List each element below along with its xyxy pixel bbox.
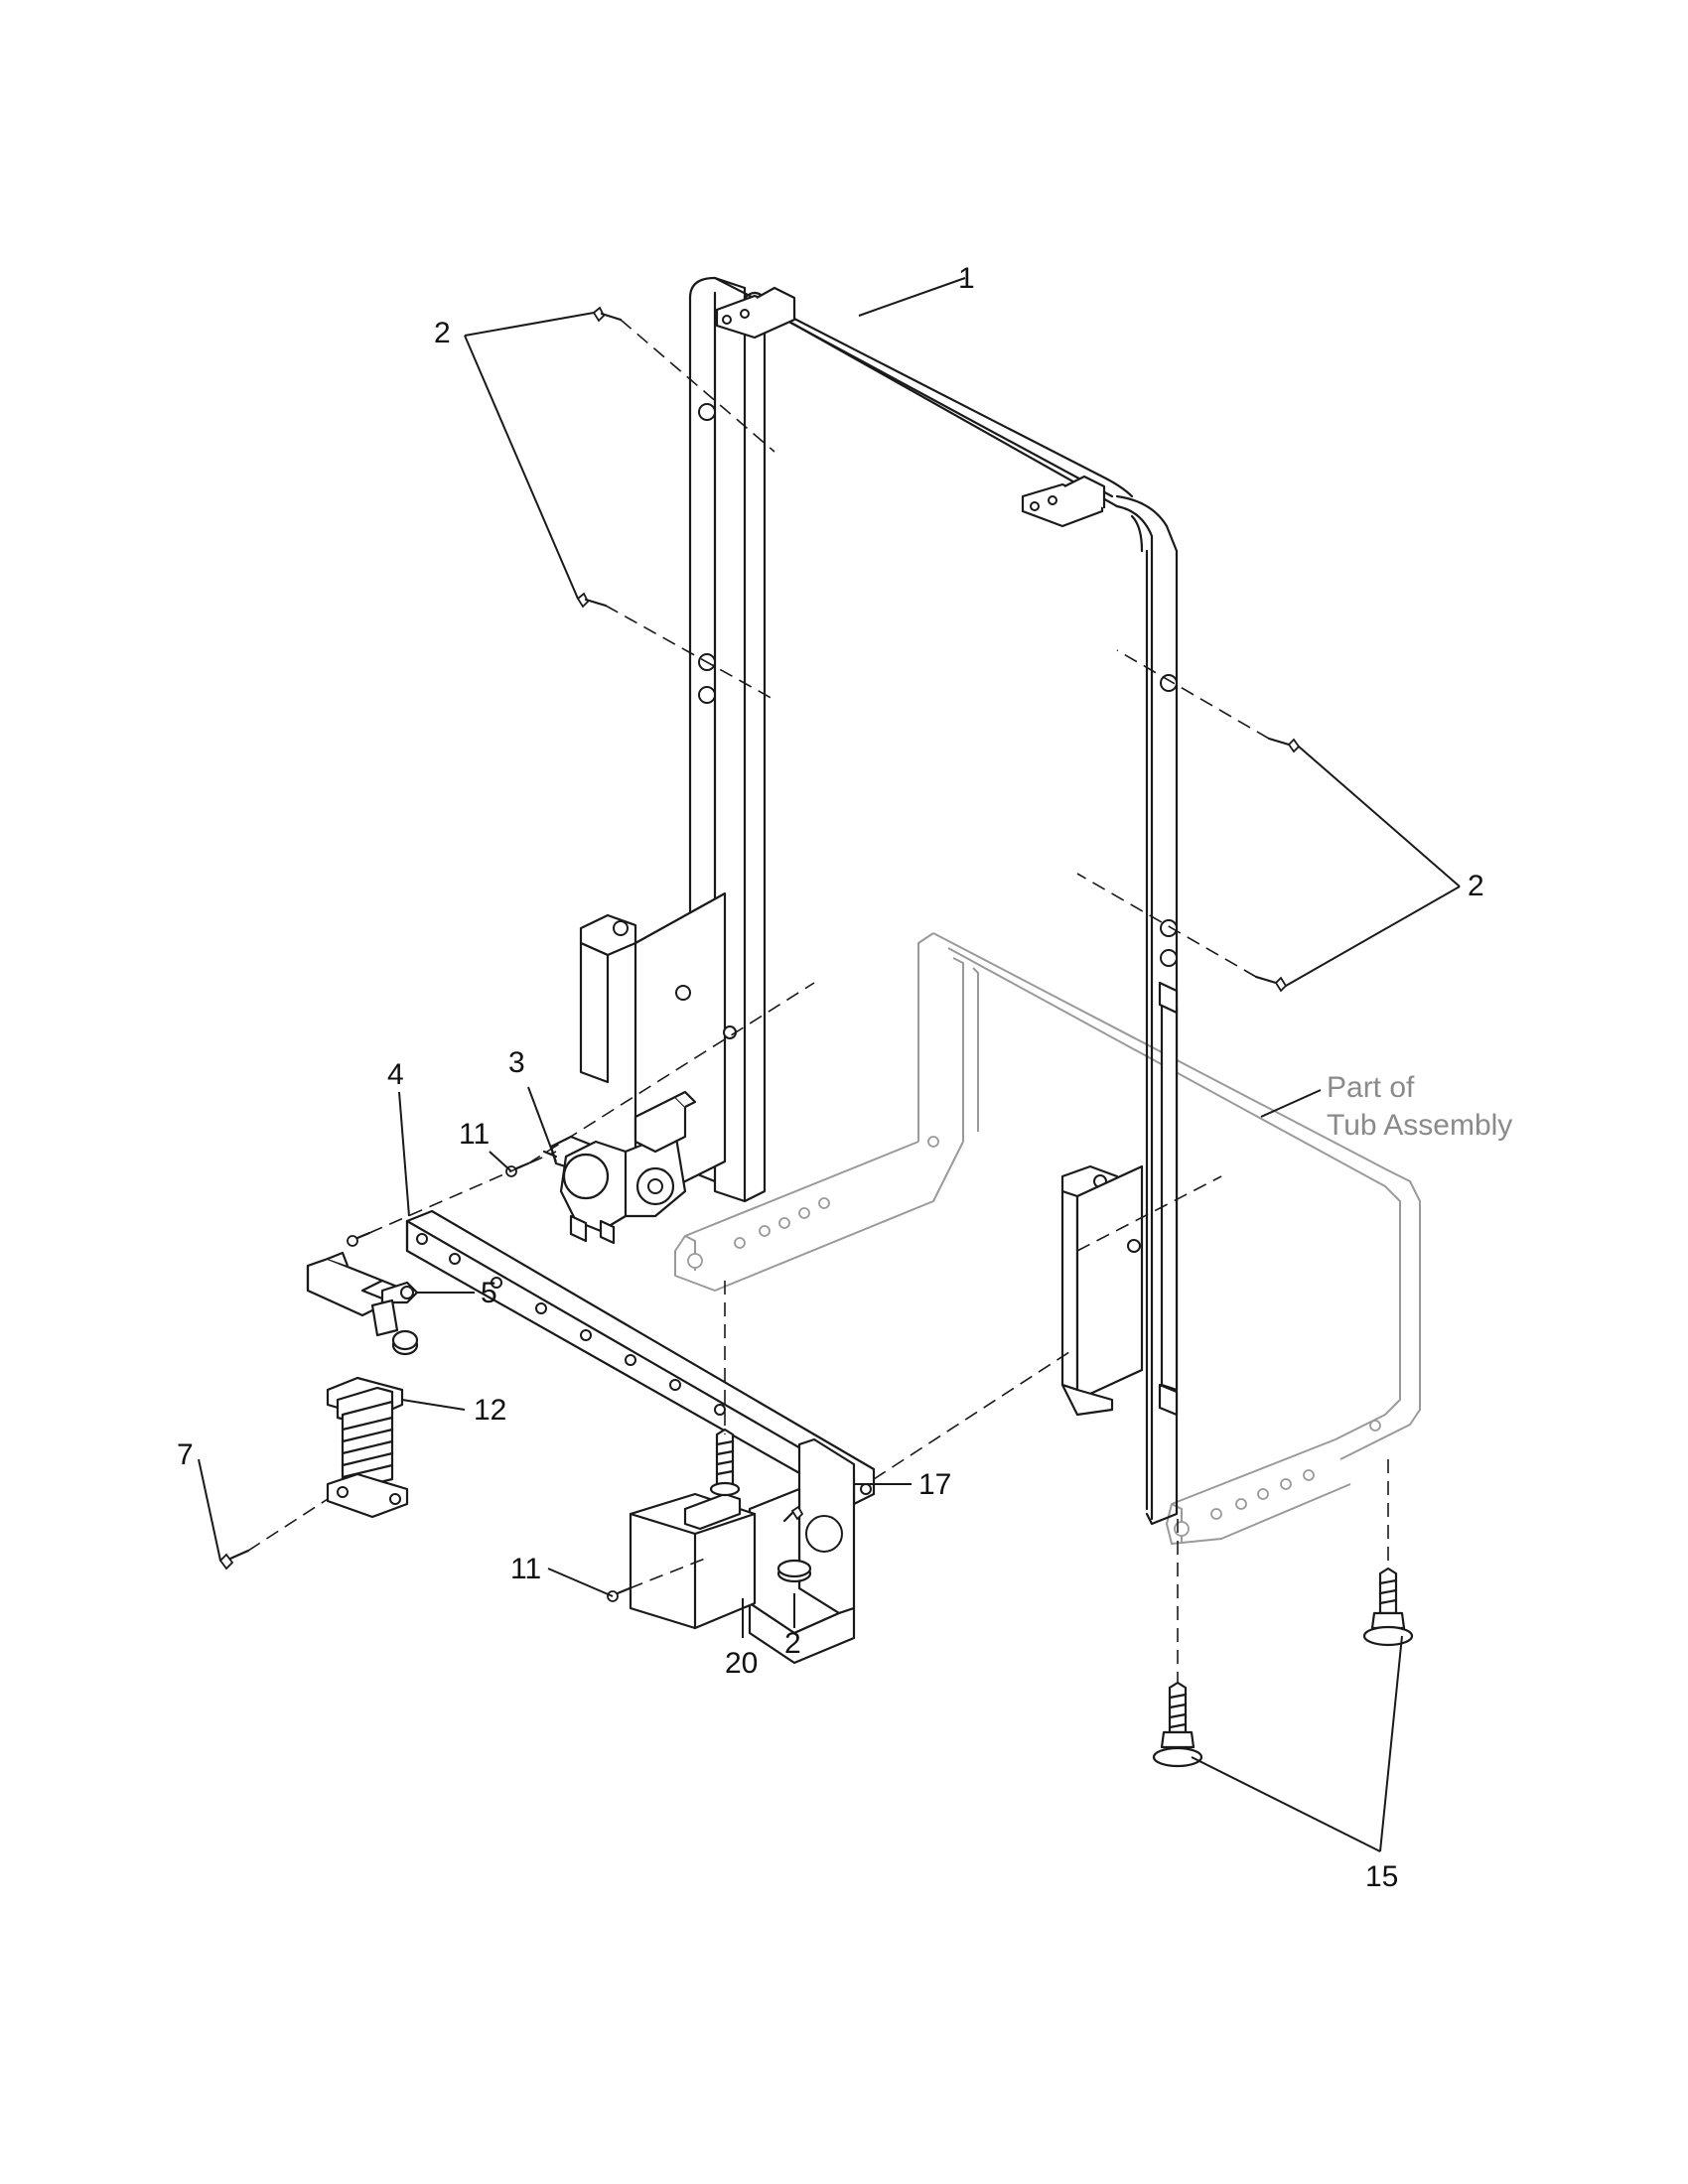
leg-right <box>1362 1567 1414 1647</box>
alignment-lines <box>247 319 1389 1683</box>
callout-7: 7 <box>177 1438 194 1471</box>
door-frame <box>688 276 1179 1526</box>
screw-2-bottom <box>782 1505 804 1523</box>
tub-assembly-outline <box>674 932 1421 1545</box>
right-hinge-bracket <box>1060 1164 1144 1417</box>
callout-12: 12 <box>474 1394 506 1427</box>
screw-2-right-b <box>1254 975 1288 993</box>
mounting-rail <box>405 1209 876 1506</box>
stud-left <box>709 1428 741 1497</box>
screw-2-right-a <box>1267 737 1301 753</box>
callout-4: 4 <box>387 1058 404 1091</box>
callout-11-lower: 11 <box>510 1553 541 1585</box>
tub-assembly-note-line1: Part of <box>1327 1071 1415 1104</box>
switch-bracket <box>748 1437 856 1665</box>
callout-15: 15 <box>1365 1860 1398 1893</box>
callout-17: 17 <box>918 1468 951 1501</box>
callout-3: 3 <box>508 1046 525 1079</box>
callout-2-top: 2 <box>434 317 451 349</box>
tub-assembly-note-line2: Tub Assembly <box>1327 1109 1512 1142</box>
junction-box <box>629 1492 757 1630</box>
door-switch <box>306 1251 419 1356</box>
water-valve <box>542 1090 697 1245</box>
callout-2-right: 2 <box>1468 870 1484 902</box>
screw-7 <box>218 1549 250 1570</box>
callout-2-bottom: 2 <box>784 1627 801 1660</box>
callout-1: 1 <box>958 262 975 295</box>
solenoid-coil <box>326 1376 409 1519</box>
screw-2-top-a <box>592 306 623 323</box>
callout-11-upper: 11 <box>459 1118 490 1151</box>
callout-5: 5 <box>481 1277 497 1309</box>
screw-2-top-b <box>576 592 608 609</box>
callout-20: 20 <box>725 1647 758 1680</box>
screw-rail <box>347 1231 371 1247</box>
leader-lines <box>198 277 1461 1852</box>
leg-left <box>1152 1681 1203 1768</box>
leveling-legs <box>709 1428 1414 1768</box>
screw-11-lower <box>607 1586 632 1602</box>
callout-labels: 1 2 2 2 3 4 5 7 11 11 12 15 17 20 Part o… <box>177 262 1512 1893</box>
